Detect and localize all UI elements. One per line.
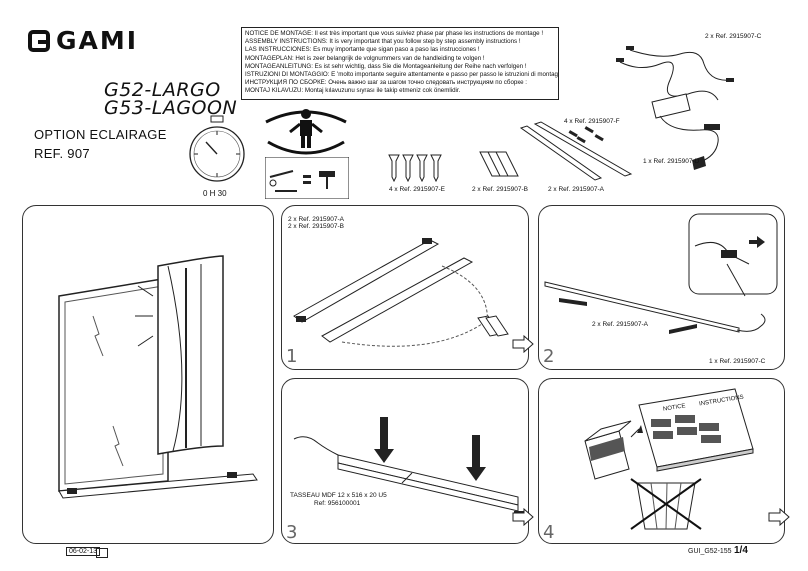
assembly-notice-box: NOTICE DE MONTAGE: Il est très important… [241,27,559,100]
brand-name: GAMI [56,26,139,55]
step-1-label-b: 2 x Ref. 2915907-B [288,223,345,230]
option-ref: REF. 907 [34,146,90,161]
model-line-1: G52-LARGO [104,79,221,101]
step-2-label-a: 2 x Ref. 2915907-A [592,321,649,328]
light-rails-icon [519,121,633,181]
notice-line-de: MONTAGEANLEITUNG: Es ist sehr wichtig, d… [245,62,527,70]
next-step-arrow-icon [512,335,534,353]
notice-line-fr: NOTICE DE MONTAGE: Il est très important… [245,30,544,37]
step-2-number: 2 [543,346,555,367]
part-f-label: 4 x Ref. 2915907-F [564,118,620,125]
adhesive-pads-icon [479,151,519,177]
step-3-label-ref: Ref: 956100001 [314,500,361,507]
part-b-label: 2 x Ref. 2915907-B [472,186,529,193]
assembly-time: 0 H 30 [203,189,227,198]
assembler-person-icon [265,109,347,155]
required-tools-icon [265,157,349,199]
step-1-panel: 2 x Ref. 2915907-A 2 x Ref. 2915907-B 1 [281,205,529,370]
footer-document-code: GUI_G52-155 [688,548,732,555]
mirror-cabinet-illustration [58,255,258,499]
footer-page-number: 1/4 [734,545,748,556]
model-line-2: G53-LAGOON [104,97,238,119]
stopwatch-icon [189,115,245,182]
footer-revision-box [96,548,108,558]
notice-line-it: ISTRUZIONI DI MONTAGGIO: E 'molto import… [245,71,559,79]
step-3-panel: TASSEAU MDF 12 x 516 x 20 U5 Ref: 956100… [281,378,529,544]
part-e-label: 4 x Ref. 2915907-E [389,186,446,193]
brand-logo: GAMI [28,26,138,55]
notice-line-en: ASSEMBLY INSTRUCTIONS: It is very import… [245,38,521,46]
notice-line-tr: MONTAJ KILAVUZU: Montaj kılavuzunu sıyra… [245,87,461,95]
step-4-illustration [584,388,754,530]
next-page-arrow-icon [768,508,790,526]
footer-date: 06-02-13 [66,547,101,556]
step-4-panel: NOTICE INSTRUCTIONS 4 [538,378,785,544]
next-step-arrow-icon [512,508,534,526]
step-1-number: 1 [286,346,298,367]
part-a-label: 2 x Ref. 2915907-A [548,186,605,193]
step-2-label-c: 1 x Ref. 2915907-C [709,358,766,365]
step-1-label-a: 2 x Ref. 2915907-A [288,216,345,223]
step-3-number: 3 [286,522,298,543]
screws-icon [388,154,442,183]
step-1-illustration [293,238,509,347]
step-2-panel: 2 x Ref. 2915907-A 1 x Ref. 2915907-C 2 [538,205,785,370]
step-3-label-batten: TASSEAU MDF 12 x 516 x 20 U5 [290,492,387,499]
notice-line-es: LAS INSTRUCCIONES: Es muy importante que… [245,46,480,54]
notice-line-nl: MONTAGEPLAN: Het is zeer belangrijk de v… [245,54,485,62]
part-d-label: 1 x Ref. 2915907-D [643,158,700,165]
step-2-illustration [544,213,778,334]
notice-line-ru: ИНСТРУКЦИЯ ПО СБОРКЕ: Очень важно шаг за… [245,79,527,87]
option-title: OPTION ECLAIRAGE [34,127,167,142]
logo-mark-icon [28,29,50,52]
transformer-cable-icon [616,46,734,170]
part-c-label-top: 2 x Ref. 2915907-C [705,33,762,40]
step-4-number: 4 [543,522,555,543]
step-3-illustration [293,417,524,517]
overview-panel [22,205,274,544]
